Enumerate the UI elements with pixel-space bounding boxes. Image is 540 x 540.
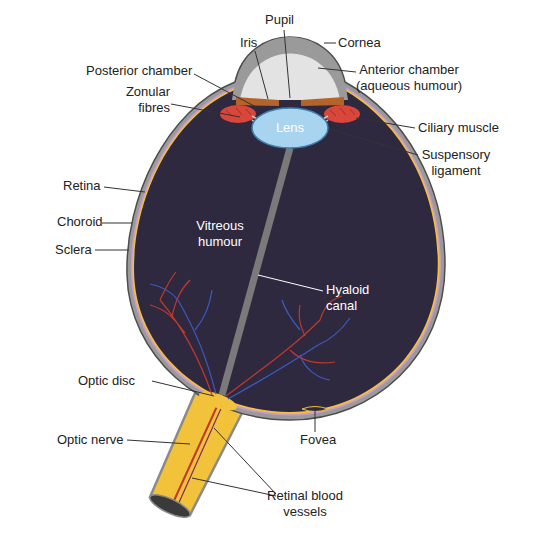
leader-line [104,187,145,192]
ciliary-muscle [324,105,360,123]
part-label: Lens [276,120,304,136]
part-label: Hyaloid canal [326,282,376,314]
leader-line [324,43,336,44]
leader-line [171,104,240,117]
leader-line [194,74,256,107]
part-label: Vitreous humour [190,218,250,250]
iris [301,97,344,106]
leader-line [152,381,214,396]
part-label: Choroid [57,214,103,230]
leader-line [102,223,132,224]
part-label: Retina [63,178,101,194]
leader-line [326,128,418,155]
blood-vessel [226,296,342,396]
leader-lines [95,30,418,496]
retina [132,44,439,414]
leader-line [318,68,356,72]
part-label: Posterior chamber [86,63,192,79]
part-label: Optic disc [78,373,135,389]
part-label: Zonular fibres [108,84,170,116]
part-label: Iris [240,35,257,51]
part-label: Suspensory ligament [412,147,500,179]
leader-line [315,411,316,432]
iris [236,97,279,106]
choroid [131,42,441,415]
nerve-vessel [172,402,219,505]
leader-line [258,275,323,291]
leader-line [95,250,129,251]
part-label: Pupil [265,12,294,28]
part-label: Optic nerve [57,432,123,448]
blood-vessel [150,272,212,395]
nerve-vessel [177,404,223,507]
vitreous-body [134,46,438,412]
leader-line [192,478,276,496]
part-label: Sclera [55,242,92,258]
sclera [127,37,445,420]
leader-line [356,118,415,128]
lens-shape: Lens [250,107,330,149]
blood-vessel [228,300,350,399]
lens-ellipse [252,108,328,148]
part-label: Ciliary muscle [418,120,499,136]
fovea [302,407,328,412]
nerve-cut [147,490,193,521]
part-label: Retinal blood vessels [265,488,345,520]
hyaloid-canal [222,148,290,395]
leader-line [127,440,190,444]
leader-line [284,30,290,98]
part-label: Anterior chamber (aqueous humour) [350,62,468,94]
leader-line [255,51,268,99]
optic-disc [197,388,239,415]
muscle-texture [330,108,355,116]
leader-line [214,428,276,494]
part-label: Fovea [300,432,336,448]
part-label: Cornea [338,35,381,51]
blood-vessel [150,284,216,394]
